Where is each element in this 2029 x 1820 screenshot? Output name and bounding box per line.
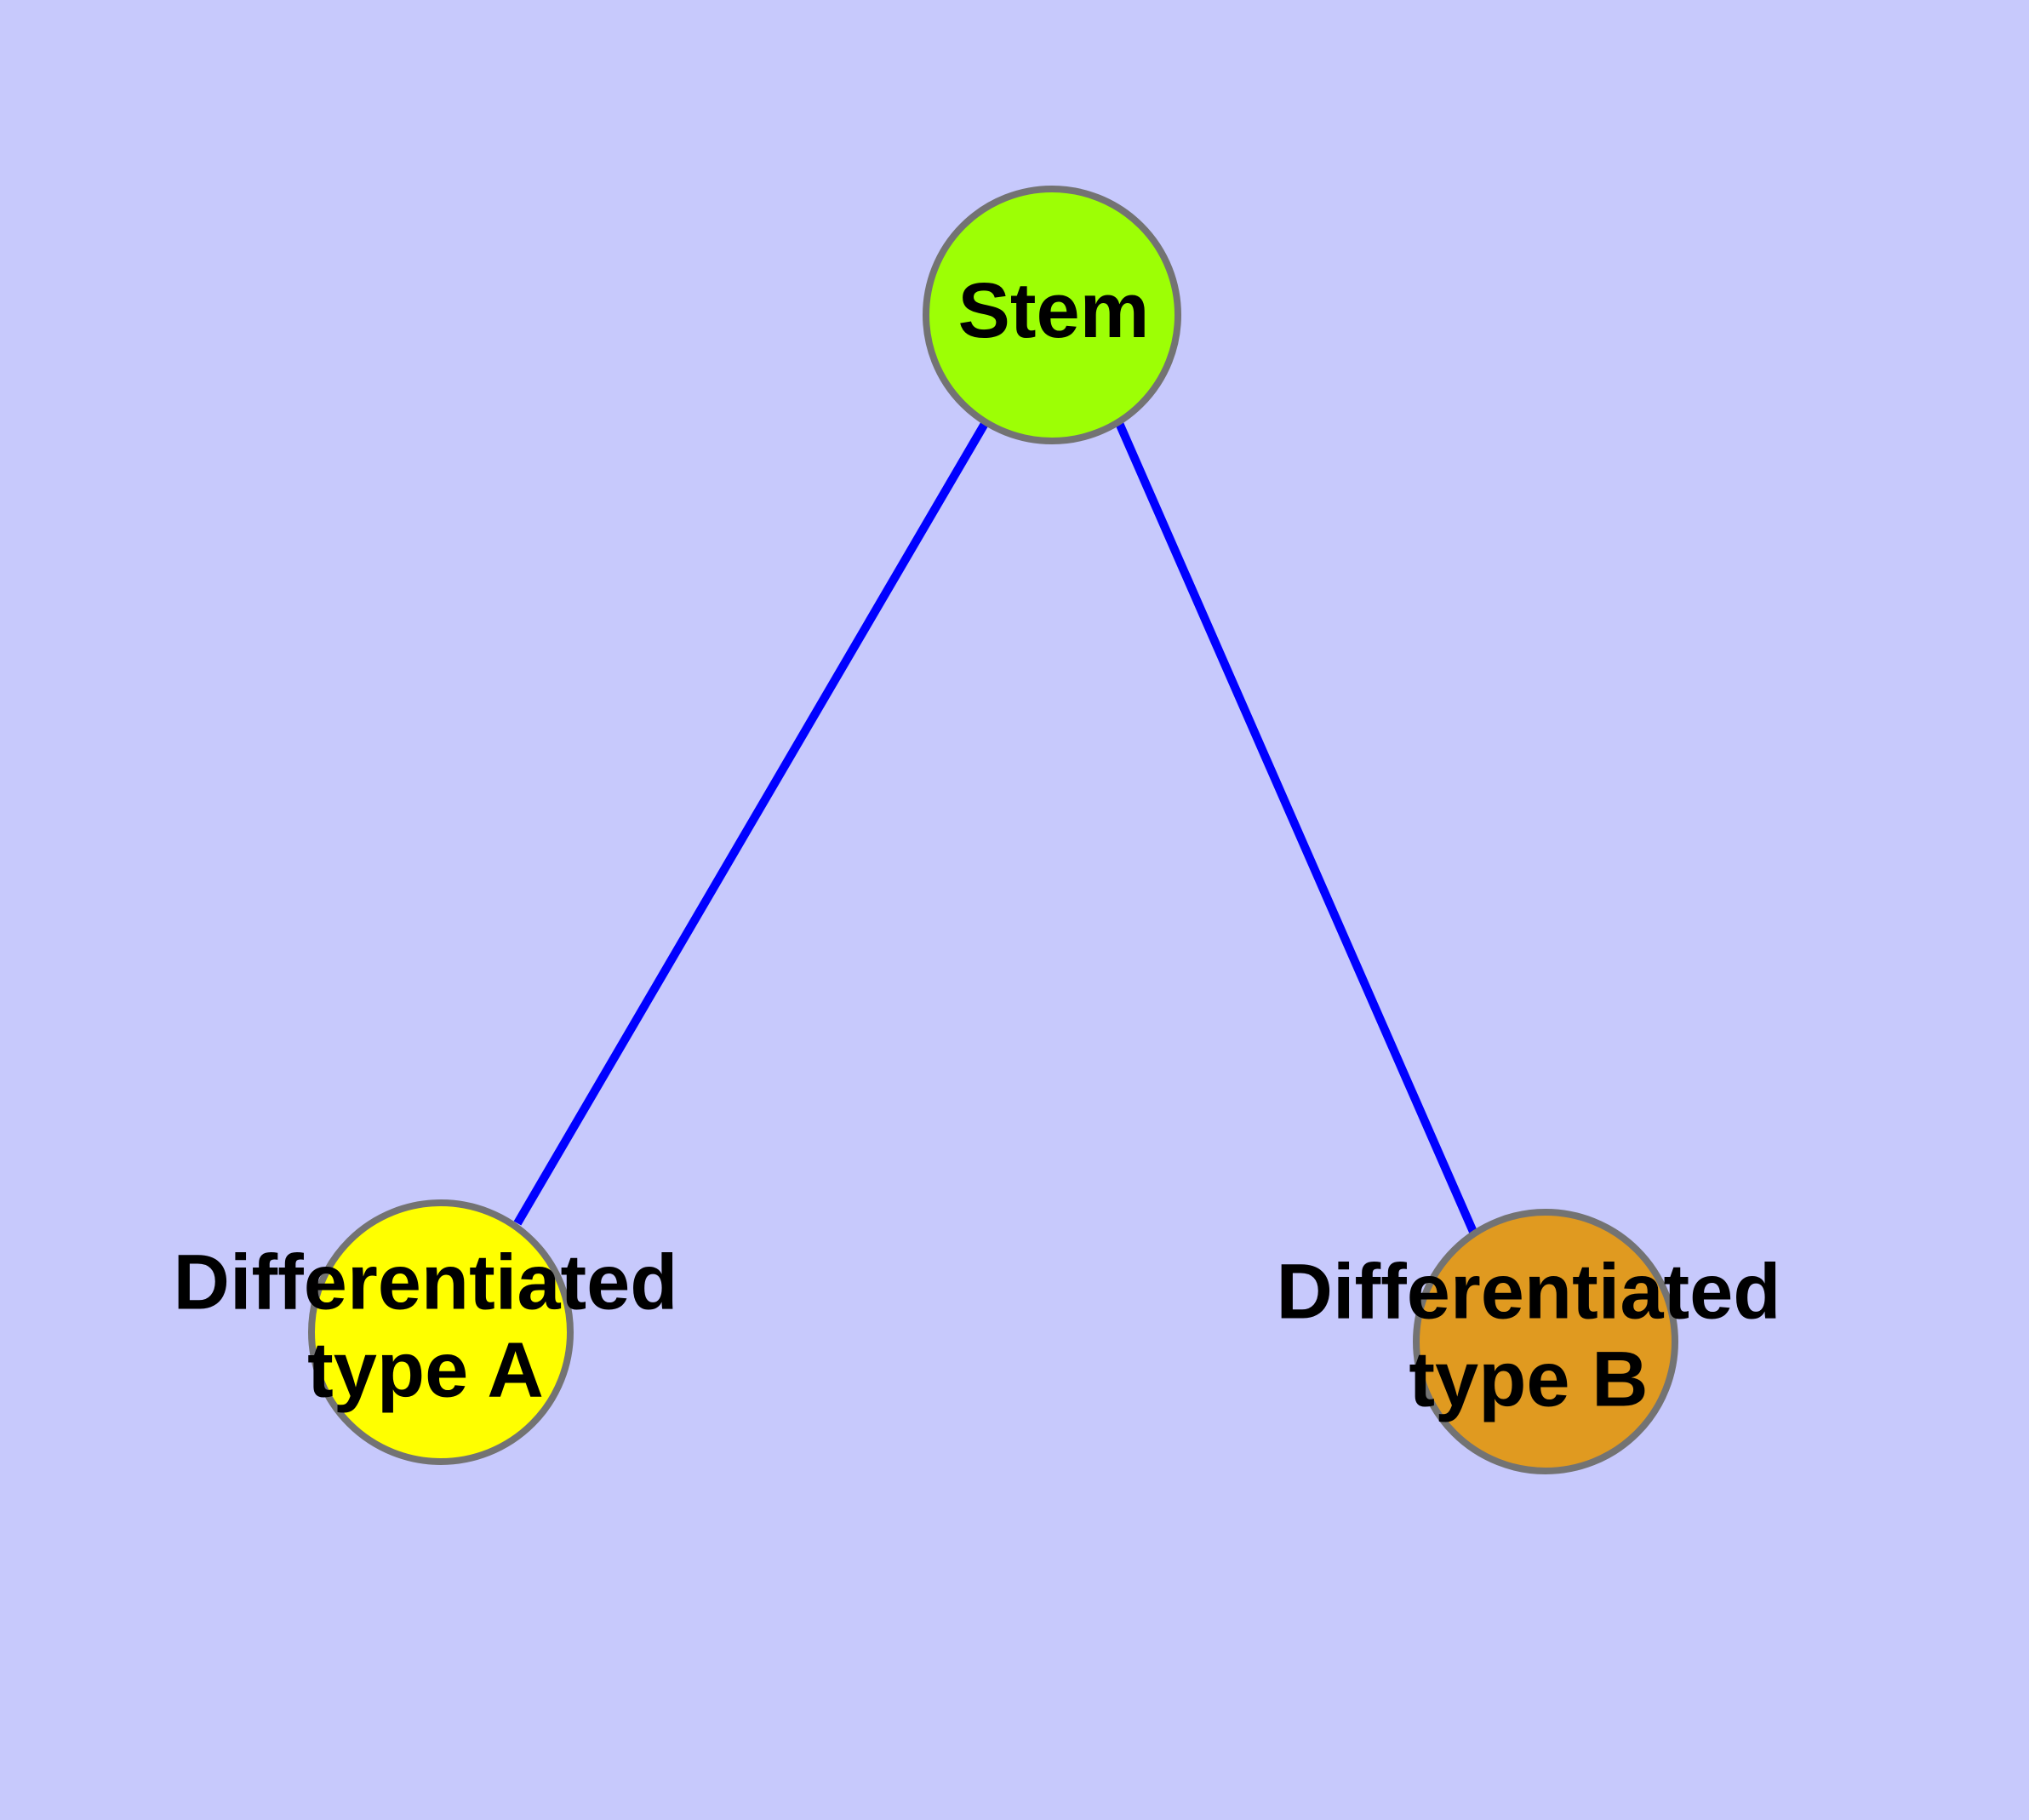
node-stem-label: Stem	[958, 267, 1150, 354]
node-stem[interactable]: Stem	[923, 186, 1181, 444]
node-stem-circle[interactable]	[923, 186, 1181, 444]
edge-layer	[513, 420, 1477, 1234]
edge-stem-to-type-b[interactable]	[1115, 421, 1477, 1234]
edge-stem-to-type-a[interactable]	[513, 420, 990, 1226]
node-differentiated-type-b-circle[interactable]	[1413, 1209, 1678, 1474]
node-differentiated-type-a-circle[interactable]	[308, 1199, 574, 1465]
